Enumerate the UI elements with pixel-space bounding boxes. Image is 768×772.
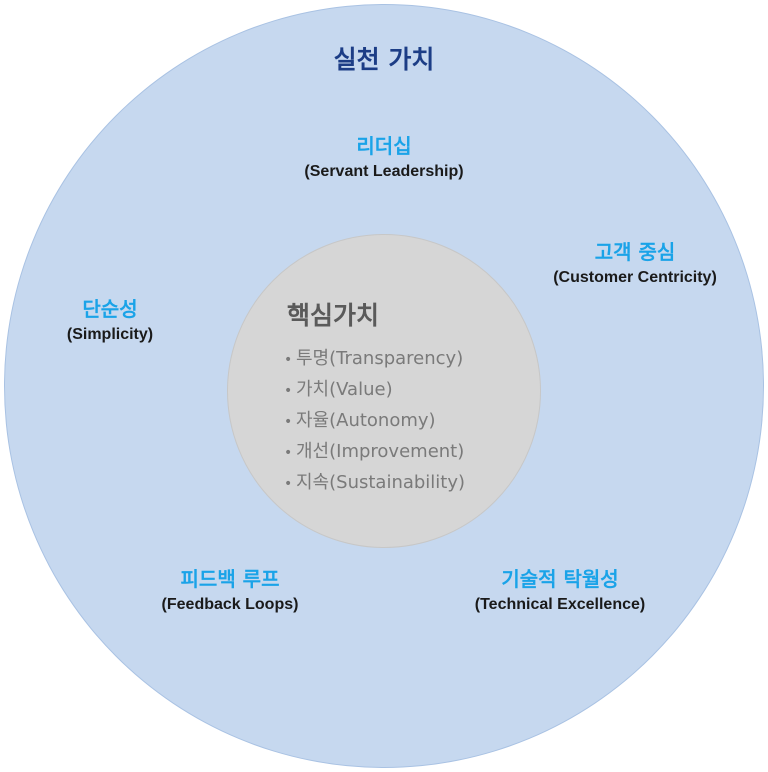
core-value-label: 자율(Autonomy): [296, 410, 436, 431]
core-value-item: •자율(Autonomy): [284, 406, 465, 437]
practice-value-customer-centricity: 고객 중심 (Customer Centricity): [520, 238, 750, 290]
core-values-list: •투명(Transparency) •가치(Value) •자율(Autonom…: [284, 344, 465, 499]
core-value-item: •가치(Value): [284, 375, 465, 406]
bullet-icon: •: [284, 414, 293, 430]
core-value-item: •투명(Transparency): [284, 344, 465, 375]
diagram-title: 실천 가치: [333, 45, 435, 74]
practice-value-simplicity: 단순성 (Simplicity): [40, 295, 180, 347]
practice-value-name: 피드백 루프: [180, 567, 280, 591]
core-values-title: 핵심가치: [287, 301, 380, 330]
core-value-item: •개선(Improvement): [284, 437, 465, 468]
practice-value-name: 고객 중심: [594, 240, 676, 264]
practice-value-english: (Servant Leadership): [304, 163, 464, 180]
bullet-icon: •: [284, 383, 293, 399]
core-value-item: •지속(Sustainability): [284, 468, 465, 499]
core-value-label: 투명(Transparency): [296, 348, 464, 369]
practice-value-leadership: 리더십 (Servant Leadership): [244, 132, 524, 184]
practice-value-name: 기술적 탁월성: [501, 567, 619, 591]
practice-value-name: 단순성: [82, 297, 138, 321]
practice-value-english: (Simplicity): [66, 326, 154, 343]
inner-circle-core-values: [227, 234, 541, 548]
core-value-label: 지속(Sustainability): [296, 472, 466, 493]
practice-value-english: (Customer Centricity): [553, 269, 717, 286]
bullet-icon: •: [284, 445, 293, 461]
practice-value-english: (Feedback Loops): [161, 596, 299, 613]
practice-value-feedback-loops: 피드백 루프 (Feedback Loops): [120, 565, 340, 617]
bullet-icon: •: [284, 476, 293, 492]
bullet-icon: •: [284, 352, 293, 368]
practice-value-name: 리더십: [356, 134, 412, 158]
core-value-label: 가치(Value): [296, 379, 393, 400]
practice-value-technical-excellence: 기술적 탁월성 (Technical Excellence): [440, 565, 680, 617]
core-value-label: 개선(Improvement): [296, 441, 465, 462]
practice-value-english: (Technical Excellence): [474, 596, 646, 613]
